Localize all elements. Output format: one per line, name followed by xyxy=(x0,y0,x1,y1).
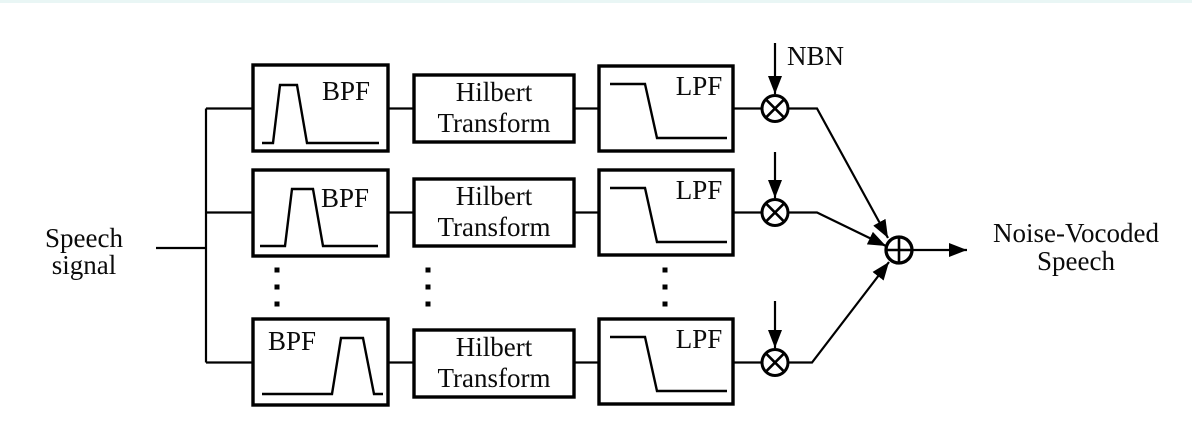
channel-3: BPF Hilbert Transform LPF xyxy=(251,261,890,407)
speech-signal-label-line-1: Speech xyxy=(45,223,123,253)
lpf-label-2: LPF xyxy=(676,175,723,205)
bpf-label-3: BPF xyxy=(268,326,316,356)
nbn-label: NBN xyxy=(787,41,844,71)
multiplier-adder-wire-3 xyxy=(788,261,890,364)
output-label-line-1: Noise-Vocoded xyxy=(993,218,1159,248)
multiplier-icon-1 xyxy=(760,94,790,123)
dot xyxy=(274,301,280,307)
dot xyxy=(662,267,668,273)
dot xyxy=(274,284,280,290)
bandpass-response-icon-2 xyxy=(260,187,378,248)
dot xyxy=(425,301,431,307)
hilbert-label-2-line-1: Hilbert xyxy=(456,181,533,211)
adder-icon xyxy=(884,235,914,265)
bpf-label-2: BPF xyxy=(321,183,369,213)
speech-signal-label-line-2: signal xyxy=(52,250,117,280)
dot xyxy=(425,284,431,290)
bandpass-response-icon-3 xyxy=(262,336,383,396)
multiplier-icon-3 xyxy=(760,348,790,377)
dot xyxy=(662,301,668,307)
ellipsis-dots-hilbert-column xyxy=(425,267,431,307)
dot xyxy=(425,267,431,273)
output-label-line-2: Speech xyxy=(1037,246,1115,276)
ellipsis-dots-lpf-column xyxy=(662,267,668,307)
hilbert-label-1-line-1: Hilbert xyxy=(456,77,533,107)
ellipsis-dots-bpf-column xyxy=(274,267,280,307)
multiplier-adder-wire-2 xyxy=(788,211,887,247)
hilbert-label-1-line-2: Transform xyxy=(437,108,550,138)
multiplier-adder-wire-1 xyxy=(788,107,889,239)
dot xyxy=(662,284,668,290)
channel-2: BPF Hilbert Transform LPF xyxy=(251,152,887,258)
lowpass-response-icon-2 xyxy=(610,186,727,244)
hilbert-label-2-line-2: Transform xyxy=(437,212,550,242)
hilbert-label-3-line-1: Hilbert xyxy=(456,332,533,362)
multiplier-icon-2 xyxy=(760,198,790,227)
lpf-label-3: LPF xyxy=(676,324,723,354)
lowpass-response-icon-3 xyxy=(610,335,727,393)
bpf-label-1: BPF xyxy=(322,76,370,106)
lpf-label-1: LPF xyxy=(676,71,723,101)
hilbert-label-3-line-2: Transform xyxy=(437,363,550,393)
bandpass-response-icon-1 xyxy=(262,83,379,145)
lowpass-response-icon-1 xyxy=(610,82,727,140)
channel-1: BPF Hilbert Transform LPF xyxy=(251,43,889,239)
dot xyxy=(274,267,280,273)
top-border xyxy=(0,0,1192,3)
